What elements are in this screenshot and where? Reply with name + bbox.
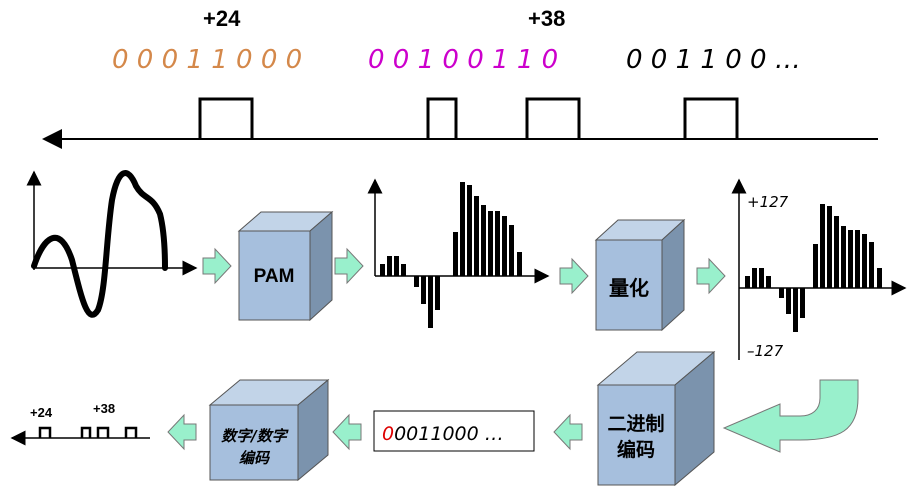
- flow-arrow-4: [696, 257, 726, 295]
- digital-encode-line1: 数字/数字: [221, 427, 288, 445]
- quantized-min-label: –127: [747, 342, 784, 360]
- top-label-38: +38: [528, 6, 565, 31]
- bit-sequence-magenta: 0 0 1 0 0 1 1 0: [368, 45, 558, 75]
- flow-arrow-3: [559, 257, 589, 295]
- top-pulse-train: [42, 97, 878, 149]
- output-label-38: +38: [93, 401, 115, 416]
- quantize-label: 量化: [609, 276, 649, 300]
- binary-encode-line2: 编码: [617, 438, 655, 461]
- analog-waveform: [31, 170, 168, 318]
- pam-label: PAM: [254, 266, 295, 287]
- output-label-24: +24: [30, 405, 53, 420]
- pam-block: PAM: [237, 210, 334, 322]
- binary-encode-line1: 二进制: [607, 412, 664, 435]
- flow-arrow-2: [334, 247, 364, 285]
- bit-sequence-black: 0 0 1 1 0 0 …: [626, 45, 801, 75]
- flow-arrow-5: [553, 413, 583, 451]
- top-label-24: +24: [203, 6, 241, 31]
- flow-arrow-1: [202, 247, 232, 285]
- flow-arrow-7: [167, 413, 197, 451]
- bit-sequence-orange: 0 0 0 1 1 0 0 0: [112, 45, 302, 75]
- digital-encode-block: 数字/数字 编码: [208, 378, 330, 482]
- svg-text:00011000 …: 00011000 …: [382, 423, 504, 445]
- codeword-first-bit: 0: [382, 423, 394, 445]
- output-pulse-train: +24 +38: [10, 401, 150, 446]
- codeword-box: 00011000 …: [373, 410, 535, 452]
- quantized-plot: +127 –127: [731, 178, 907, 360]
- quantize-block: 量化: [594, 218, 686, 332]
- codeword-rest: 0011000 …: [394, 423, 504, 445]
- curved-flow-arrow: [722, 379, 859, 453]
- analog-signal-plot: [26, 170, 198, 318]
- quantized-max-label: +127: [747, 193, 789, 211]
- binary-encode-block: 二进制 编码: [596, 350, 716, 487]
- pam-samples-plot: [367, 178, 550, 328]
- digital-encode-line2: 编码: [239, 449, 271, 467]
- flow-arrow-6: [332, 413, 362, 451]
